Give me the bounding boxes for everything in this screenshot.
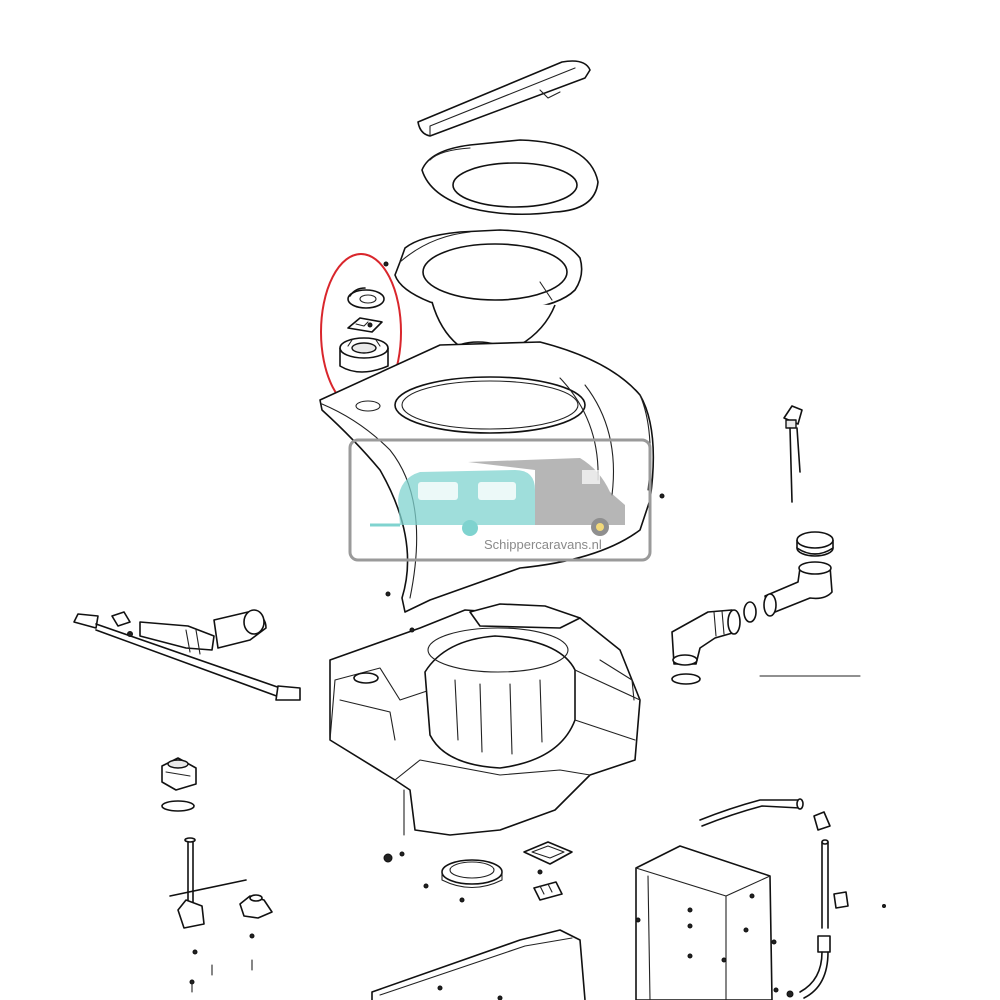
pump-wiring-harness [73,609,301,701]
control-box [635,845,773,1000]
seal-gasket-part [347,317,383,333]
hose-connector [813,811,831,831]
toilet-seat [421,139,599,216]
small-fitting-right [833,891,886,909]
outlet-elbow-pipe [763,561,833,617]
bottom-panel [371,929,586,1000]
cap [796,531,834,557]
seal-frame [523,841,573,865]
drain-hose-bottom [771,935,831,999]
o-ring-right [743,601,757,623]
o-ring-lower [671,673,701,685]
o-ring-left [161,800,195,812]
flange-ring [441,859,503,888]
vertical-pipe [821,839,829,929]
flush-hose [699,798,804,827]
valve-seal-parts [339,287,389,373]
cap-valve-left [161,757,197,791]
toilet-bowl [394,229,583,360]
valve-housing-part [339,337,389,373]
cassette-tank [329,603,641,863]
watermark-text: Schippercaravans.nl [484,537,602,552]
watermark-logo: Schippercaravans.nl [348,438,652,562]
toilet-lid [417,60,591,137]
bracket-left [239,894,273,971]
inlet-elbow [671,609,741,666]
blade-seal-part [347,287,385,309]
clip-part [533,881,563,901]
emptying-lever [169,837,247,993]
level-sensor [783,405,803,503]
